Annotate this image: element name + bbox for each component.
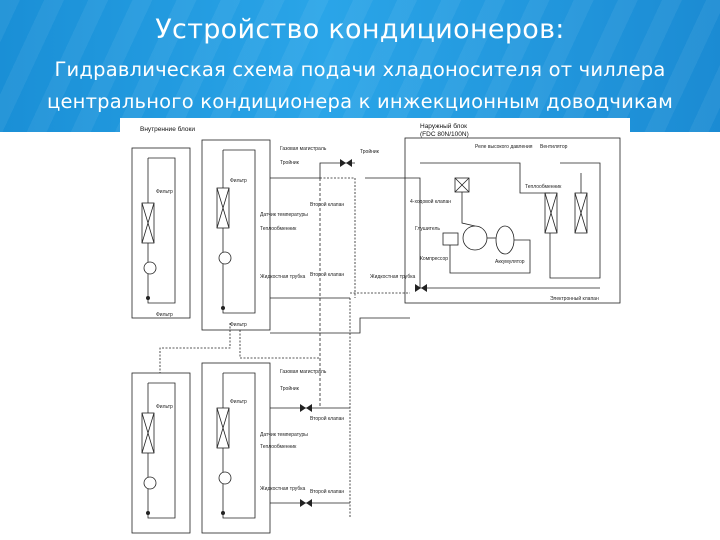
outdoor-unit-box <box>404 137 621 304</box>
label-accumulator: Аккумулятор <box>495 259 525 265</box>
label-second-valve-2: Второй клапан <box>310 271 344 278</box>
label-filter-1: Фильтр <box>156 189 173 195</box>
slide-title: Устройство кондиционеров: <box>155 14 565 45</box>
label-high-pressure-switch: Реле высокого давления <box>475 144 533 150</box>
label-filter-6: Фильтр <box>230 322 247 328</box>
banner-texture <box>0 0 720 132</box>
label-tee-3: Тройник <box>360 148 380 155</box>
label-second-valve-3: Второй клапан <box>310 415 344 422</box>
label-expansion-valve: Электронный клапан <box>550 295 599 302</box>
label-muffler: Глушитель <box>415 226 440 232</box>
label-heat-exchanger-2: Теплообменник <box>260 444 297 450</box>
label-filter-4: Фильтр <box>230 399 247 405</box>
label-tee-1: Тройник <box>280 159 300 166</box>
indoor-unit-box-3 <box>131 372 191 534</box>
indoor-unit-box-2 <box>201 139 271 331</box>
label-filter-2: Фильтр <box>230 178 247 184</box>
label-second-valve-1: Второй клапан <box>310 201 344 208</box>
label-gas-pipe-2: Газовая магистраль <box>280 369 327 375</box>
outdoor-block-label: Наружный блок <box>420 122 467 130</box>
indoor-unit-box-1 <box>131 147 191 319</box>
label-gas-pipe-1: Газовая магистраль <box>280 146 327 152</box>
muffler-symbol <box>442 232 459 246</box>
indoor-fan-4 <box>218 471 232 485</box>
label-heat-exchanger-1: Теплообменник <box>260 226 297 232</box>
label-liquid-pipe-2: Жидкостная трубка <box>260 486 306 492</box>
label-filter-3: Фильтр <box>156 404 173 410</box>
indoor-fan-2 <box>218 251 232 265</box>
label-four-way-valve: 4-ходовой клапан <box>410 198 451 205</box>
label-outdoor-heat-exchanger: Теплообменник <box>525 184 562 190</box>
compressor-symbol <box>462 225 488 251</box>
slide-subtitle-line1: Гидравлическая схема подачи хладоносител… <box>54 58 666 81</box>
accumulator-symbol <box>495 225 515 255</box>
label-temp-sensor-2: Датчик температуры <box>260 432 308 438</box>
label-second-valve-4: Второй клапан <box>310 488 344 495</box>
label-filter-5: Фильтр <box>156 312 173 318</box>
outdoor-heat-exchanger-1 <box>544 192 558 234</box>
label-compressor: Компрессор <box>420 256 448 262</box>
slide-header-banner: Устройство кондиционеров: Гидравлическая… <box>0 0 720 132</box>
label-outdoor-fan: Вентилятор <box>540 144 568 150</box>
label-tee-2: Тройник <box>280 385 300 392</box>
indoor-unit-box-4 <box>201 362 271 534</box>
label-liquid-pipe-3: Жидкостная трубка <box>370 274 416 280</box>
label-liquid-pipe-1: Жидкостная трубка <box>260 274 306 280</box>
indoor-fan-3 <box>143 476 157 490</box>
label-temp-sensor-1: Датчик температуры <box>260 212 308 218</box>
indoor-block-label: Внутренние блоки <box>140 125 195 133</box>
hydraulic-scheme-svg: Внутренние блоки Наружный блок (FDC 80N/… <box>131 122 621 534</box>
outdoor-model-label: (FDC 80N/100N) <box>420 131 469 138</box>
hydraulic-scheme-diagram: Внутренние блоки Наружный блок (FDC 80N/… <box>120 118 630 540</box>
slide-subtitle-line2: центрального кондиционера к инжекционным… <box>46 90 674 113</box>
indoor-fan-1 <box>143 261 157 275</box>
